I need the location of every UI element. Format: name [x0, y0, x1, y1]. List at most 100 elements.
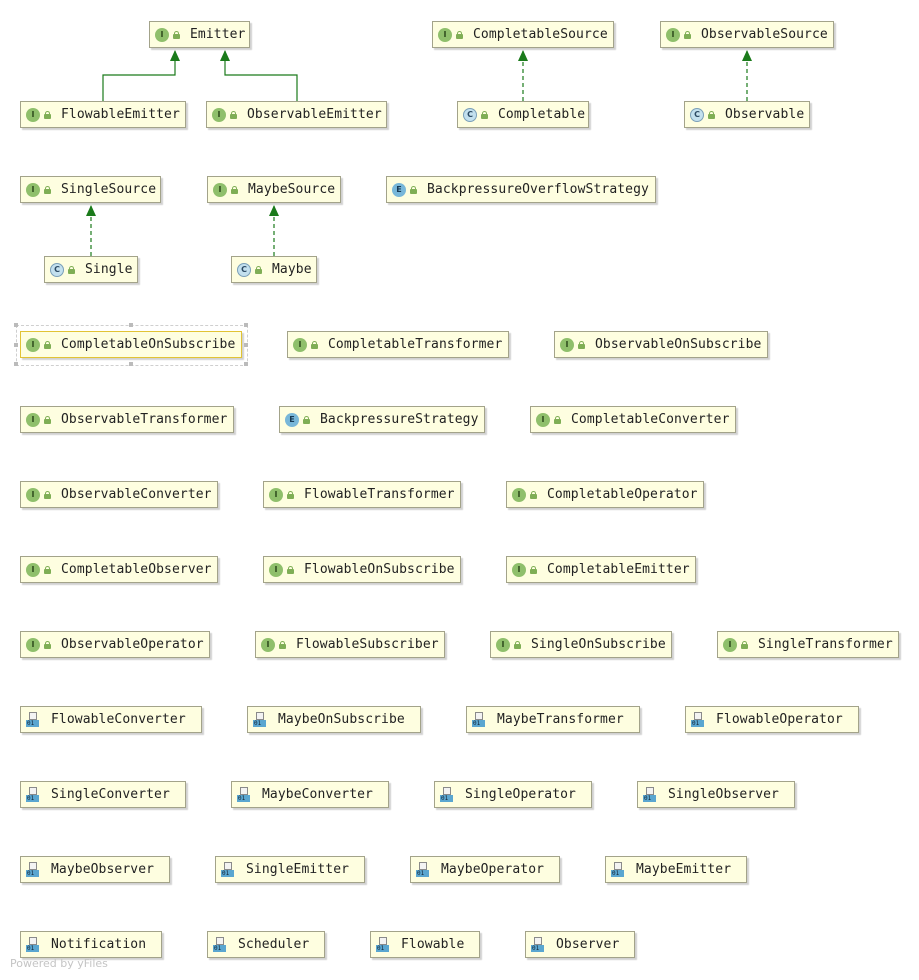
- resize-handle[interactable]: [14, 323, 18, 327]
- class-node-single-on-subscribe[interactable]: I SingleOnSubscribe: [490, 631, 672, 658]
- public-lock-icon: [287, 565, 294, 574]
- public-lock-icon: [44, 490, 51, 499]
- resize-handle[interactable]: [14, 362, 18, 366]
- interface-icon: I: [26, 562, 40, 577]
- interface-icon: I: [496, 637, 510, 652]
- class-node-observable-source[interactable]: I ObservableSource: [660, 21, 834, 48]
- public-lock-icon: [708, 110, 715, 119]
- class-node-flowable-transformer[interactable]: I FlowableTransformer: [263, 481, 461, 508]
- class-name-label: FlowableOnSubscribe: [304, 562, 455, 577]
- class-file-icon: 01: [643, 787, 658, 802]
- class-name-label: Flowable: [401, 937, 465, 952]
- class-node-completable-observer[interactable]: I CompletableObserver: [20, 556, 218, 583]
- class-name-label: MaybeOnSubscribe: [278, 712, 405, 727]
- class-name-label: CompletableSource: [473, 27, 608, 42]
- resize-handle[interactable]: [14, 343, 18, 347]
- enum-icon: E: [285, 412, 299, 427]
- public-lock-icon: [741, 640, 748, 649]
- class-name-label: Observable: [725, 107, 805, 122]
- class-node-maybe-on-subscribe[interactable]: 01 MaybeOnSubscribe: [247, 706, 421, 733]
- class-name-label: FlowableOperator: [716, 712, 843, 727]
- class-name-label: MaybeConverter: [262, 787, 373, 802]
- resize-handle[interactable]: [244, 362, 248, 366]
- class-name-label: SingleOnSubscribe: [531, 637, 666, 652]
- class-name-label: SingleOperator: [465, 787, 576, 802]
- interface-icon: I: [512, 562, 526, 577]
- class-node-observable-converter[interactable]: I ObservableConverter: [20, 481, 218, 508]
- public-lock-icon: [231, 185, 238, 194]
- interface-icon: I: [26, 412, 40, 427]
- class-name-label: CompletableOnSubscribe: [61, 337, 236, 352]
- interface-icon: I: [536, 412, 550, 427]
- public-lock-icon: [44, 340, 51, 349]
- class-icon: C: [690, 107, 704, 122]
- class-name-label: FlowableTransformer: [304, 487, 455, 502]
- class-name-label: BackpressureOverflowStrategy: [427, 182, 649, 197]
- class-name-label: Single: [85, 262, 133, 277]
- interface-icon: I: [269, 487, 283, 502]
- resize-handle[interactable]: [244, 323, 248, 327]
- class-name-label: ObservableSource: [701, 27, 828, 42]
- class-icon: C: [237, 262, 251, 277]
- resize-handle[interactable]: [244, 343, 248, 347]
- class-name-label: ObservableConverter: [61, 487, 212, 502]
- extends-edge-flowable-emitter[interactable]: [102, 50, 180, 101]
- public-lock-icon: [44, 565, 51, 574]
- class-node-single-operator[interactable]: 01 SingleOperator: [434, 781, 592, 808]
- public-lock-icon: [481, 110, 488, 119]
- class-name-label: FlowableConverter: [51, 712, 186, 727]
- class-name-label: CompletableObserver: [61, 562, 212, 577]
- interface-icon: I: [723, 637, 737, 652]
- class-node-observable[interactable]: C Observable: [684, 101, 810, 128]
- interface-icon: I: [26, 487, 40, 502]
- public-lock-icon: [456, 30, 463, 39]
- interface-icon: I: [26, 107, 40, 122]
- class-node-observable-transformer[interactable]: I ObservableTransformer: [20, 406, 234, 433]
- public-lock-icon: [44, 415, 51, 424]
- class-name-label: ObservableTransformer: [61, 412, 228, 427]
- extends-edge-observable-emitter[interactable]: [220, 50, 298, 101]
- class-file-icon: 01: [253, 712, 268, 727]
- class-file-icon: 01: [376, 937, 391, 952]
- class-file-icon: 01: [440, 787, 455, 802]
- interface-icon: I: [666, 27, 680, 42]
- resize-handle[interactable]: [129, 323, 133, 327]
- resize-handle[interactable]: [129, 362, 133, 366]
- class-node-flowable[interactable]: 01 Flowable: [370, 931, 480, 958]
- interface-icon: I: [213, 182, 227, 197]
